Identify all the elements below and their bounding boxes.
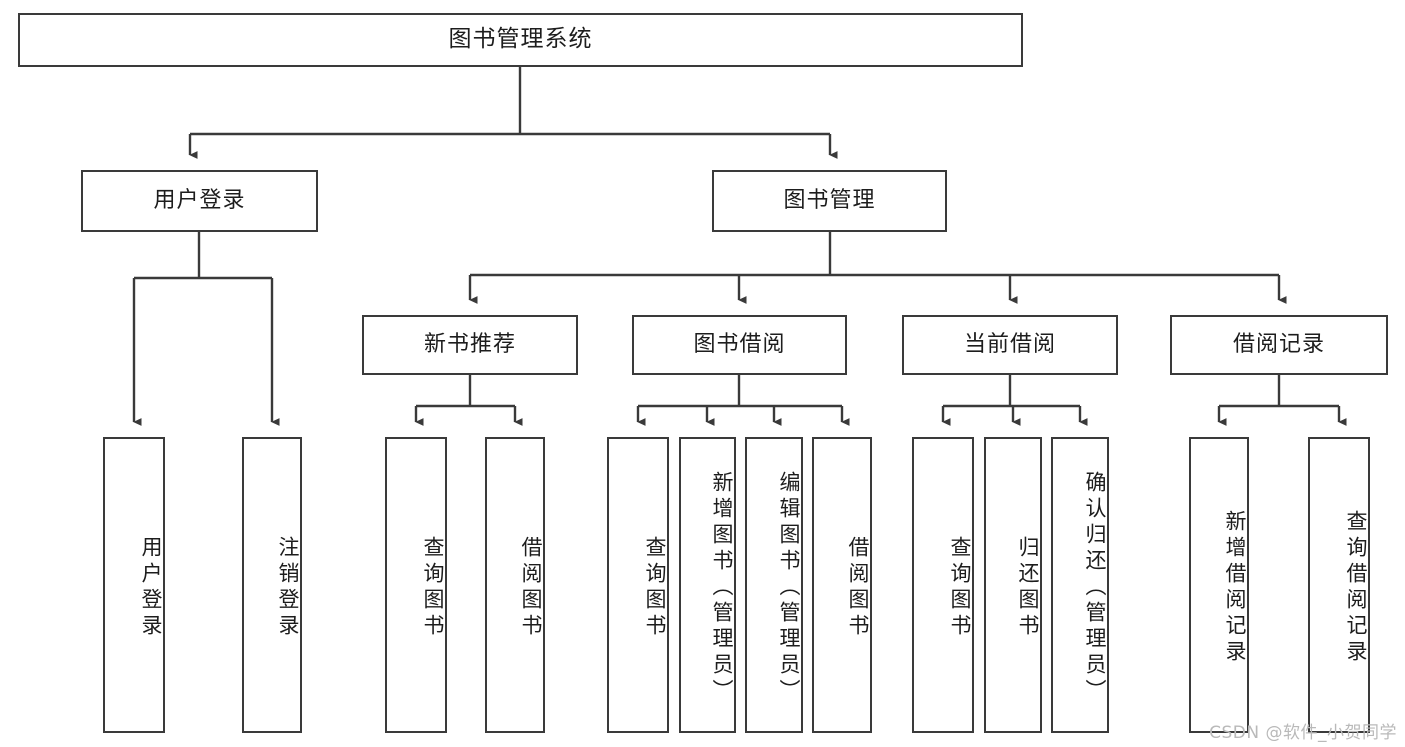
watermark-text: CSDN @软件_小贺同学 bbox=[1209, 723, 1397, 743]
node-user-login[interactable]: 用户登录 bbox=[81, 170, 318, 232]
leaf-bb-add-book-admin-label: 新增图书（管理员） bbox=[710, 471, 734, 705]
node-book-management[interactable]: 图书管理 bbox=[712, 170, 947, 232]
leaf-cb-return-book-label: 归还图书 bbox=[1016, 536, 1040, 640]
node-borrow-record[interactable]: 借阅记录 bbox=[1170, 315, 1388, 375]
leaf-user-login-label: 用户登录 bbox=[139, 536, 163, 640]
leaf-bb-borrow-book-label: 借阅图书 bbox=[846, 536, 870, 640]
node-user-login-label: 用户登录 bbox=[153, 187, 246, 213]
leaf-bb-add-book-admin[interactable]: 新增图书（管理员） bbox=[679, 437, 736, 733]
leaf-br-add-record[interactable]: 新增借阅记录 bbox=[1189, 437, 1249, 733]
leaf-cb-confirm-return-admin[interactable]: 确认归还（管理员） bbox=[1051, 437, 1109, 733]
leaf-user-login[interactable]: 用户登录 bbox=[103, 437, 165, 733]
node-book-borrow[interactable]: 图书借阅 bbox=[632, 315, 847, 375]
leaf-nb-query-book[interactable]: 查询图书 bbox=[385, 437, 447, 733]
leaf-cb-confirm-return-admin-label: 确认归还（管理员） bbox=[1083, 471, 1107, 705]
node-book-management-label: 图书管理 bbox=[783, 187, 876, 213]
node-current-borrow[interactable]: 当前借阅 bbox=[902, 315, 1118, 375]
leaf-user-logout[interactable]: 注销登录 bbox=[242, 437, 302, 733]
node-book-borrow-label: 图书借阅 bbox=[693, 331, 786, 357]
leaf-bb-borrow-book[interactable]: 借阅图书 bbox=[812, 437, 872, 733]
leaf-cb-query-book-label: 查询图书 bbox=[948, 536, 972, 640]
leaf-cb-return-book[interactable]: 归还图书 bbox=[984, 437, 1042, 733]
leaf-nb-borrow-book-label: 借阅图书 bbox=[519, 536, 543, 640]
leaf-bb-query-book[interactable]: 查询图书 bbox=[607, 437, 669, 733]
node-new-book-recommend-label: 新书推荐 bbox=[423, 331, 516, 357]
leaf-bb-edit-book-admin-label: 编辑图书（管理员） bbox=[777, 471, 801, 705]
leaf-bb-edit-book-admin[interactable]: 编辑图书（管理员） bbox=[745, 437, 803, 733]
leaf-nb-query-book-label: 查询图书 bbox=[421, 536, 445, 640]
leaf-user-logout-label: 注销登录 bbox=[276, 536, 300, 640]
node-current-borrow-label: 当前借阅 bbox=[963, 331, 1056, 357]
leaf-cb-query-book[interactable]: 查询图书 bbox=[912, 437, 974, 733]
leaf-br-query-record[interactable]: 查询借阅记录 bbox=[1308, 437, 1370, 733]
node-borrow-record-label: 借阅记录 bbox=[1232, 331, 1325, 357]
leaf-br-add-record-label: 新增借阅记录 bbox=[1223, 510, 1247, 666]
node-root[interactable]: 图书管理系统 bbox=[18, 13, 1023, 67]
node-root-label: 图书管理系统 bbox=[448, 26, 593, 53]
leaf-bb-query-book-label: 查询图书 bbox=[643, 536, 667, 640]
leaf-nb-borrow-book[interactable]: 借阅图书 bbox=[485, 437, 545, 733]
leaf-br-query-record-label: 查询借阅记录 bbox=[1344, 510, 1368, 666]
node-new-book-recommend[interactable]: 新书推荐 bbox=[362, 315, 578, 375]
